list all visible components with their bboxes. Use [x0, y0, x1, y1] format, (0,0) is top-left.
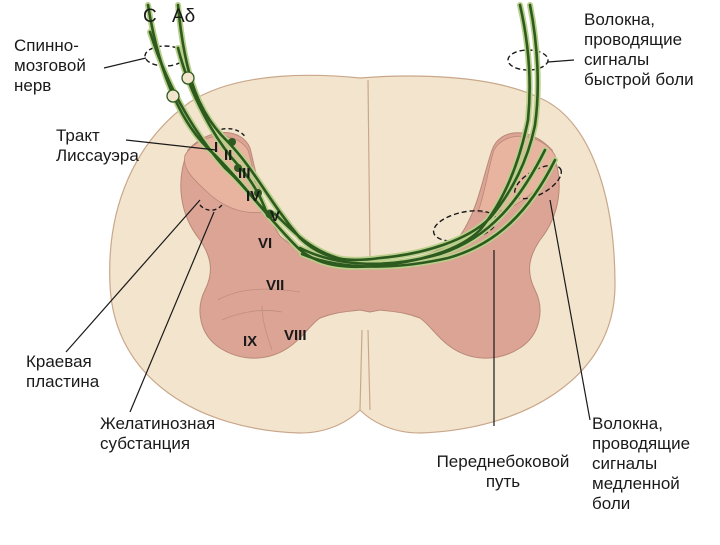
gelatinous-marker	[199, 204, 223, 211]
synapse-terminals	[228, 138, 275, 219]
marginal-lamina-label: Краевая пластина	[26, 352, 100, 391]
white-matter	[109, 74, 616, 434]
lamina-ii: II	[224, 147, 232, 164]
fiber-type-c: C	[143, 6, 157, 27]
leader-lines	[65, 57, 591, 426]
spinal-nerve-label: Спинно- мозговой нерв	[14, 36, 86, 95]
anterolateral-pathway-label: Переднебоковой путь	[436, 452, 570, 491]
slow-pain-fibers-label: Волокна, проводящие сигналы медленной бо…	[592, 414, 691, 513]
lamina-boundaries	[217, 288, 301, 351]
lissauer-tract-label: Тракт Лиссауэра	[56, 126, 139, 165]
lamina-vii: VII	[266, 277, 284, 294]
gelatinous-substance-label: Желатинозная субстанция	[100, 414, 216, 453]
lamina-viii: VIII	[284, 327, 307, 344]
ganglion-cells	[166, 71, 195, 103]
anterior-fissure	[359, 329, 371, 411]
fiber-type-a-delta: Aδ	[172, 6, 195, 27]
nerve-fibers	[145, 2, 558, 270]
fast-pain-fibers-label: Волокна, проводящие сигналы быстрой боли	[584, 10, 694, 89]
lamina-iv: IV	[246, 188, 260, 205]
lamina-v: V	[270, 208, 280, 225]
lamina-vi: VI	[258, 235, 272, 252]
lamina-iii: III	[238, 165, 251, 182]
posterior-septum	[367, 79, 371, 259]
lamina-i: I	[214, 139, 218, 156]
lamina-ix: IX	[243, 333, 257, 350]
